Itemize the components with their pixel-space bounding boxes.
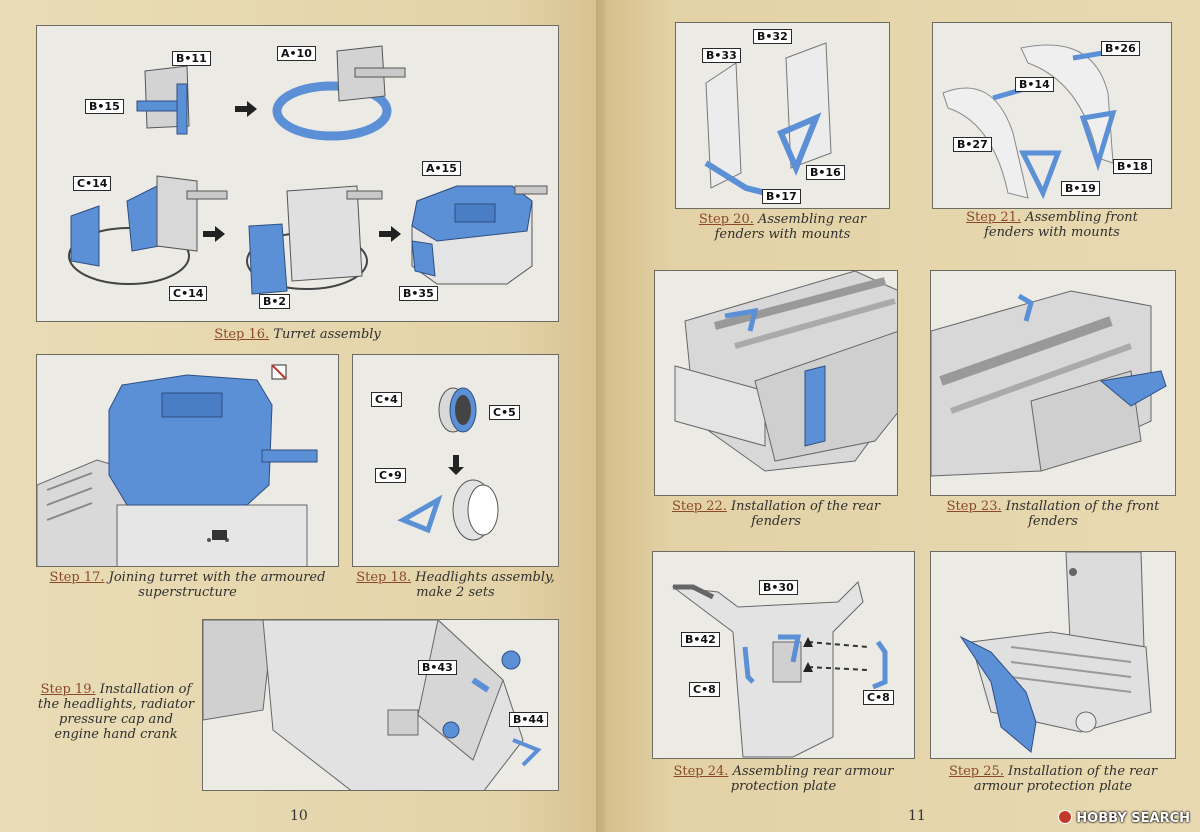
step-number: Step 22. (671, 499, 727, 514)
caption-text: pressure cap and (59, 712, 173, 727)
part-label: C•8 (689, 682, 720, 697)
caption-text: Assembling rear armour (732, 764, 894, 779)
watermark: HOBBY SEARCH (1058, 810, 1190, 826)
part-label: B•44 (509, 712, 548, 727)
step-number: Step 25. (948, 764, 1004, 779)
step20-diagram (704, 42, 832, 196)
part-label: B•27 (953, 137, 992, 152)
step-number: Step 18. (356, 570, 412, 585)
caption-text: Installation of (99, 682, 192, 697)
step21-panel: B•26 B•14 B•27 B•18 B•19 (932, 22, 1172, 209)
step-number: Step 23. (946, 499, 1002, 514)
step25-panel (930, 551, 1176, 759)
part-label: B•42 (681, 632, 720, 647)
caption-text: fenders (1028, 514, 1078, 529)
step18-panel: C•4 C•5 C•9 (352, 354, 559, 567)
step16-panel: B•11 B•15 A•10 C•14 C•14 B•2 A•15 B•35 (36, 25, 559, 322)
part-label: B•19 (1061, 181, 1100, 196)
page-number-right: 11 (908, 808, 926, 824)
step19-diagram (203, 620, 542, 790)
step23-diagram (931, 290, 1167, 477)
step17-panel (36, 354, 339, 567)
part-label: B•18 (1113, 159, 1152, 174)
step16-caption: Step 16. Turret assembly (36, 327, 559, 342)
part-label: C•5 (489, 405, 520, 420)
caption-text: Installation of the front (1005, 499, 1160, 514)
step21-diagram (942, 44, 1117, 200)
caption-text: Assembling rear (758, 212, 867, 227)
part-label: B•17 (762, 189, 801, 204)
page-number-left: 10 (290, 808, 308, 824)
part-label: C•14 (169, 286, 208, 301)
caption-text: Installation of the rear (731, 499, 881, 514)
watermark-text: HOBBY SEARCH (1076, 811, 1190, 826)
part-label: B•33 (702, 48, 741, 63)
part-label: A•15 (422, 161, 461, 176)
caption-text: Joining turret with the armoured (108, 570, 326, 585)
step25-diagram (959, 552, 1152, 753)
step23-panel (930, 270, 1176, 496)
step24-panel: B•30 B•42 C•8 C•8 (652, 551, 915, 759)
step22-diagram (674, 271, 897, 472)
part-label: B•16 (806, 165, 845, 180)
step-number: Step 16. (214, 327, 270, 342)
caption-text: armour protection plate (973, 779, 1133, 794)
step-number: Step 17. (49, 570, 105, 585)
step19-panel: B•43 B•44 (202, 619, 559, 791)
step-number: Step 24. (673, 764, 729, 779)
part-label: B•43 (418, 660, 457, 675)
caption-text: Turret assembly (273, 327, 381, 342)
part-label: B•30 (759, 580, 798, 595)
step22-panel (654, 270, 898, 496)
part-label: B•32 (753, 29, 792, 44)
part-label: C•14 (73, 176, 112, 191)
caption-text: fenders with mounts (714, 227, 851, 242)
step17-caption: Step 17. Joining turret with the armoure… (36, 570, 339, 600)
part-label: C•8 (863, 690, 894, 705)
caption-text: make 2 sets (416, 585, 495, 600)
step19-caption: Step 19. Installation of the headlights,… (36, 682, 196, 742)
step16-diagram (68, 45, 548, 295)
step-number: Step 20. (698, 212, 754, 227)
part-label: B•14 (1015, 77, 1054, 92)
step25-caption: Step 25. Installation of the rear armour… (930, 764, 1176, 794)
caption-text: protection plate (730, 779, 837, 794)
step17-diagram (37, 364, 318, 566)
caption-text: engine hand crank (54, 727, 178, 742)
caption-text: fenders (751, 514, 801, 529)
step24-diagram (671, 581, 888, 758)
part-label: A•10 (277, 46, 316, 61)
part-label: B•35 (399, 286, 438, 301)
step-number: Step 19. (40, 682, 96, 697)
caption-text: Headlights assembly, (415, 570, 555, 585)
part-label: C•9 (375, 468, 406, 483)
caption-text: Assembling front (1025, 210, 1138, 225)
book-spine (596, 0, 606, 832)
part-label: B•26 (1101, 41, 1140, 56)
step20-panel: B•33 B•32 B•16 B•17 (675, 22, 890, 209)
part-label: B•15 (85, 99, 124, 114)
caption-text: the headlights, radiator (37, 697, 195, 712)
step-number: Step 21. (966, 210, 1022, 225)
step21-caption: Step 21. Assembling front fenders with m… (932, 210, 1172, 240)
hobby-search-logo-icon (1058, 810, 1073, 824)
part-label: B•11 (172, 51, 211, 66)
step22-caption: Step 22. Installation of the rear fender… (654, 499, 898, 529)
step23-caption: Step 23. Installation of the front fende… (930, 499, 1176, 529)
step18-caption: Step 18. Headlights assembly, make 2 set… (352, 570, 559, 600)
part-label: B•2 (259, 294, 291, 309)
step24-caption: Step 24. Assembling rear armour protecti… (652, 764, 915, 794)
caption-text: Installation of the rear (1008, 764, 1158, 779)
part-label: C•4 (371, 392, 402, 407)
step18-diagram (397, 387, 499, 541)
caption-text: superstructure (138, 585, 237, 600)
caption-text: fenders with mounts (984, 225, 1120, 240)
step20-caption: Step 20. Assembling rear fenders with mo… (675, 212, 890, 242)
